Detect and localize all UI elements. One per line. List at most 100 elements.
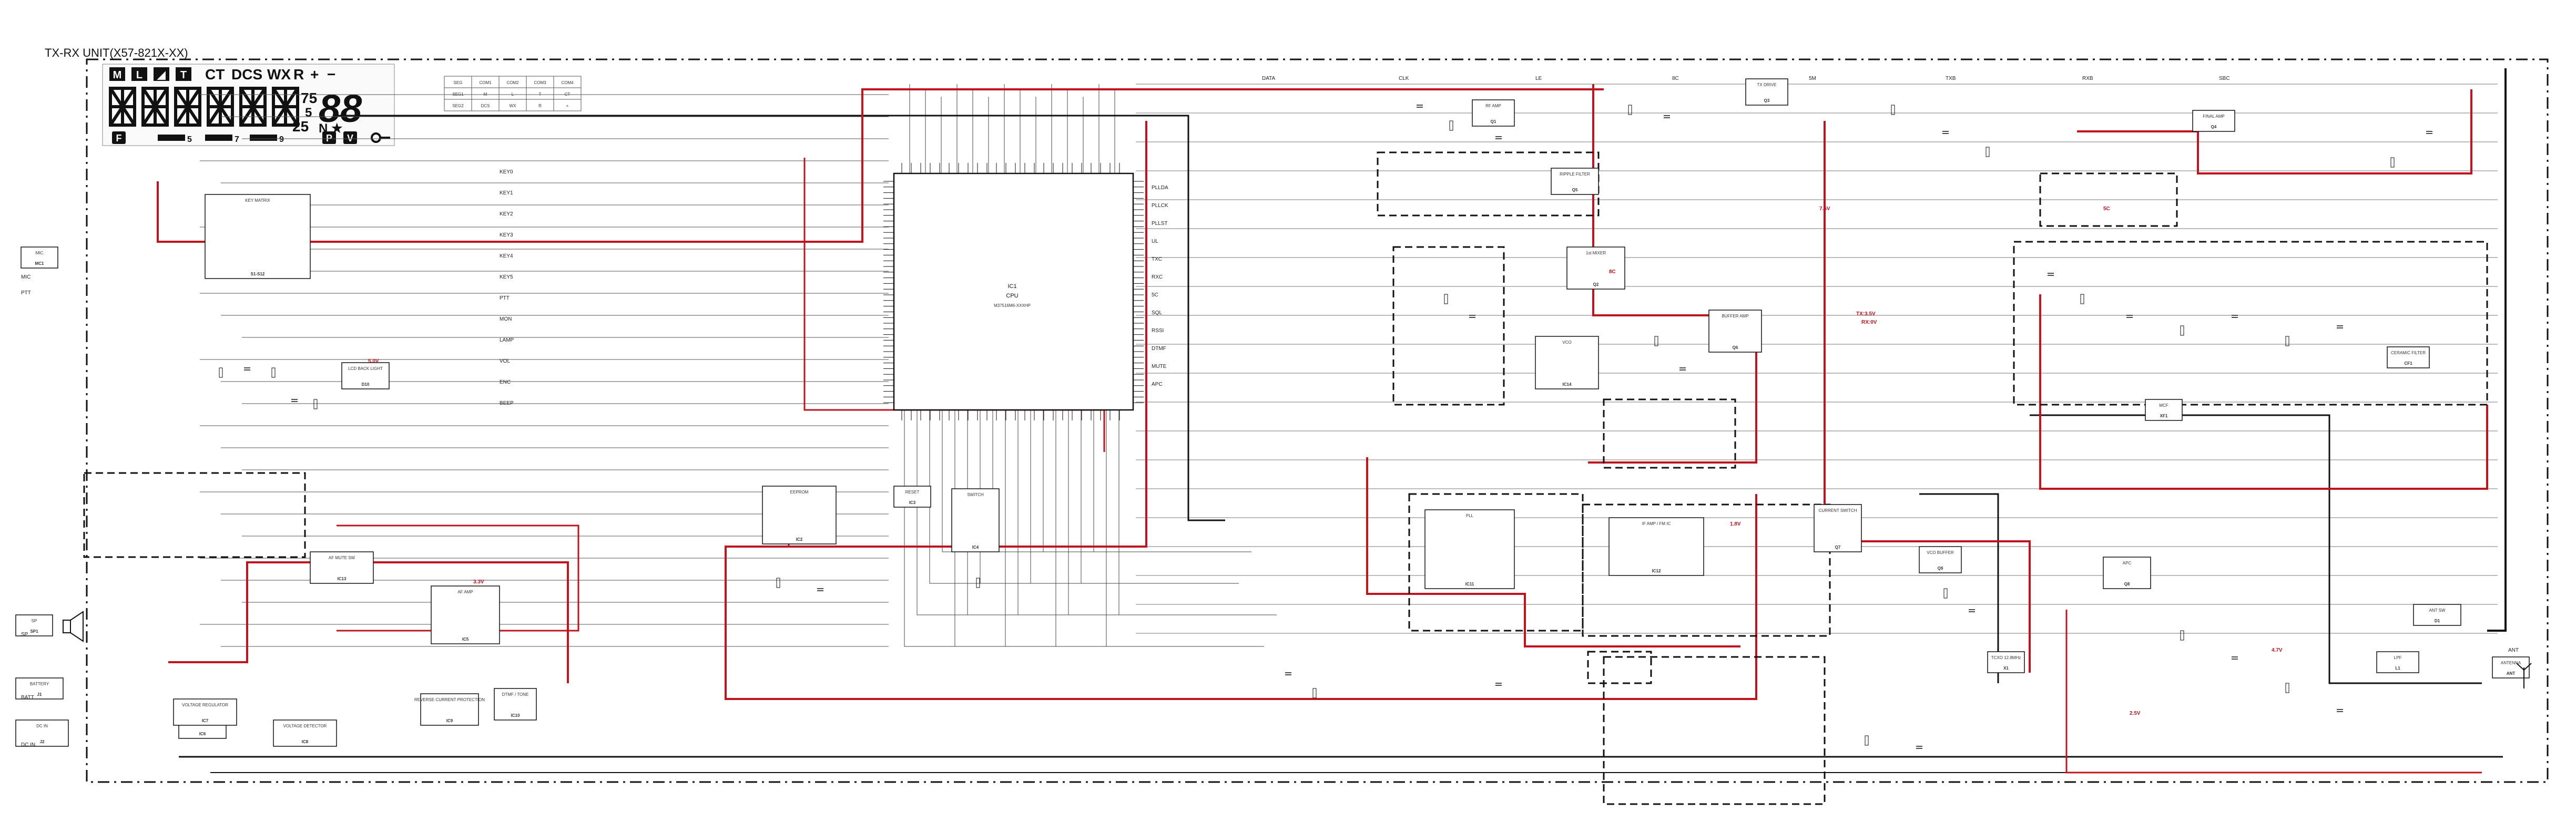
voltage-label: 7.5V: [1819, 206, 1830, 212]
port-label: BATT: [21, 695, 34, 701]
block-label: RF AMP: [1485, 104, 1501, 108]
block-xf1: MCF XF1: [2145, 399, 2183, 421]
block-ref: IC6: [199, 732, 206, 736]
lcd-small-digit-1: 5: [305, 106, 312, 120]
block-label: BUFFER AMP: [1722, 314, 1748, 318]
block-ref: L1: [2395, 666, 2400, 671]
lcd-bottom-symbol-5: V: [347, 133, 353, 143]
block-label: FINAL AMP: [2203, 114, 2225, 119]
lcd-alnum-cell-0: [109, 87, 136, 127]
block-label: MCF: [2159, 403, 2168, 408]
resistor-icon: [2390, 157, 2395, 168]
lcd-bottom-bar-3: [250, 135, 277, 141]
shield-box-5: [2039, 172, 2178, 227]
lcd-bottom-bar-2: [205, 135, 232, 141]
port-label: PTT: [21, 290, 31, 296]
block-label: VCO BUFFER: [1927, 550, 1954, 555]
bus-label: 5M: [1809, 76, 1816, 81]
lcd-table-cell: [553, 99, 582, 111]
signal-label: KEY3: [500, 232, 513, 238]
signal-label: KEY2: [500, 211, 513, 217]
block-ref: IC2: [796, 537, 803, 542]
resistor-icon: [2285, 336, 2289, 346]
signal-label: LAMP: [500, 337, 514, 343]
bus-label: TXB: [1946, 76, 1956, 81]
block-ref: MC1: [35, 261, 44, 266]
block-ref: IC8: [302, 739, 309, 744]
voltage-label: RX:0V: [1861, 320, 1877, 325]
dc-line-rx: [2039, 294, 2488, 490]
lcd-table-text: COM4: [561, 80, 574, 85]
signal-label: TXC: [1152, 256, 1162, 262]
block-ref: S1-S12: [251, 272, 265, 276]
resistor-icon: [1943, 588, 1948, 599]
resistor-icon: [976, 578, 980, 588]
block-ref: IC13: [338, 577, 347, 581]
block-q4: FINAL AMP Q4: [2192, 110, 2235, 132]
lcd-table-text: COM2: [506, 80, 519, 85]
block-label: IF AMP / FM IC: [1642, 521, 1671, 526]
block-ref: XF1: [2160, 414, 2168, 418]
shield-box-7: [83, 472, 306, 558]
lcd-table-text: +: [566, 104, 569, 108]
dc-line-5v: [157, 88, 1604, 243]
lcd-bottom-symbol-0: F: [116, 133, 122, 143]
main-wire: [1919, 493, 1999, 683]
cpu-bottom-wire: [1093, 410, 1251, 552]
block-label: APC: [2123, 561, 2132, 565]
bus-label: CLK: [1399, 76, 1409, 81]
signal-label: APC: [1152, 382, 1163, 387]
block-label: ANT SW: [2429, 608, 2446, 613]
block-ref: Q4: [2211, 125, 2217, 129]
lcd-small-digit-2: 25: [292, 118, 309, 135]
cpu-name: CPU: [1006, 293, 1018, 299]
block-ref: IC7: [202, 718, 209, 723]
signal-label: KEY1: [500, 190, 513, 196]
resistor-icon: [1628, 105, 1632, 115]
shield-box-0: [1377, 151, 1600, 217]
block-label: MIC: [36, 251, 44, 255]
left-signal-labels: KEY0KEY1KEY2KEY3KEY4KEY5PTTMONLAMPVOLENC…: [500, 169, 514, 406]
speaker-icon: [63, 611, 84, 642]
lcd-bottom-box-5: [343, 131, 357, 144]
lcd-table-text: DCS: [481, 104, 490, 108]
shield-box-1: [1408, 493, 1584, 632]
lcd-big-digits: 88: [319, 87, 362, 130]
block-ref: ANT: [2507, 671, 2516, 676]
dc-line-rf: [2077, 89, 2472, 174]
port-label: DC IN: [21, 742, 35, 748]
voltage-label: 3.3V: [473, 579, 484, 585]
block-ref: Q1: [1491, 119, 1496, 124]
signal-label: KEY5: [500, 274, 513, 280]
signal-label: MUTE: [1152, 364, 1167, 369]
block-ref: SP1: [30, 629, 38, 634]
lcd-symbol-8: +: [310, 66, 319, 83]
lcd-symbol-3: T: [180, 69, 187, 81]
block-label: LPF: [2394, 655, 2402, 660]
bus-label: LE: [1535, 76, 1542, 81]
block-label: DC IN: [36, 724, 48, 728]
block-ref: J2: [40, 739, 45, 744]
block-label: VOLTAGE REGULATOR: [182, 703, 228, 707]
signal-label: ENC: [500, 379, 511, 385]
resistor-icon: [1654, 336, 1658, 346]
signal-label: RSSI: [1152, 328, 1164, 334]
block-ref: Q5: [1572, 188, 1578, 192]
lcd-alnum-cell-1: [141, 87, 169, 127]
lcd-bottom-symbol-4: P: [326, 133, 332, 143]
block-q1: RF AMP Q1: [1472, 99, 1515, 127]
lcd-symbol-1: L: [136, 69, 142, 81]
block-label: REVERSE CURRENT PROTECTION: [414, 697, 485, 702]
